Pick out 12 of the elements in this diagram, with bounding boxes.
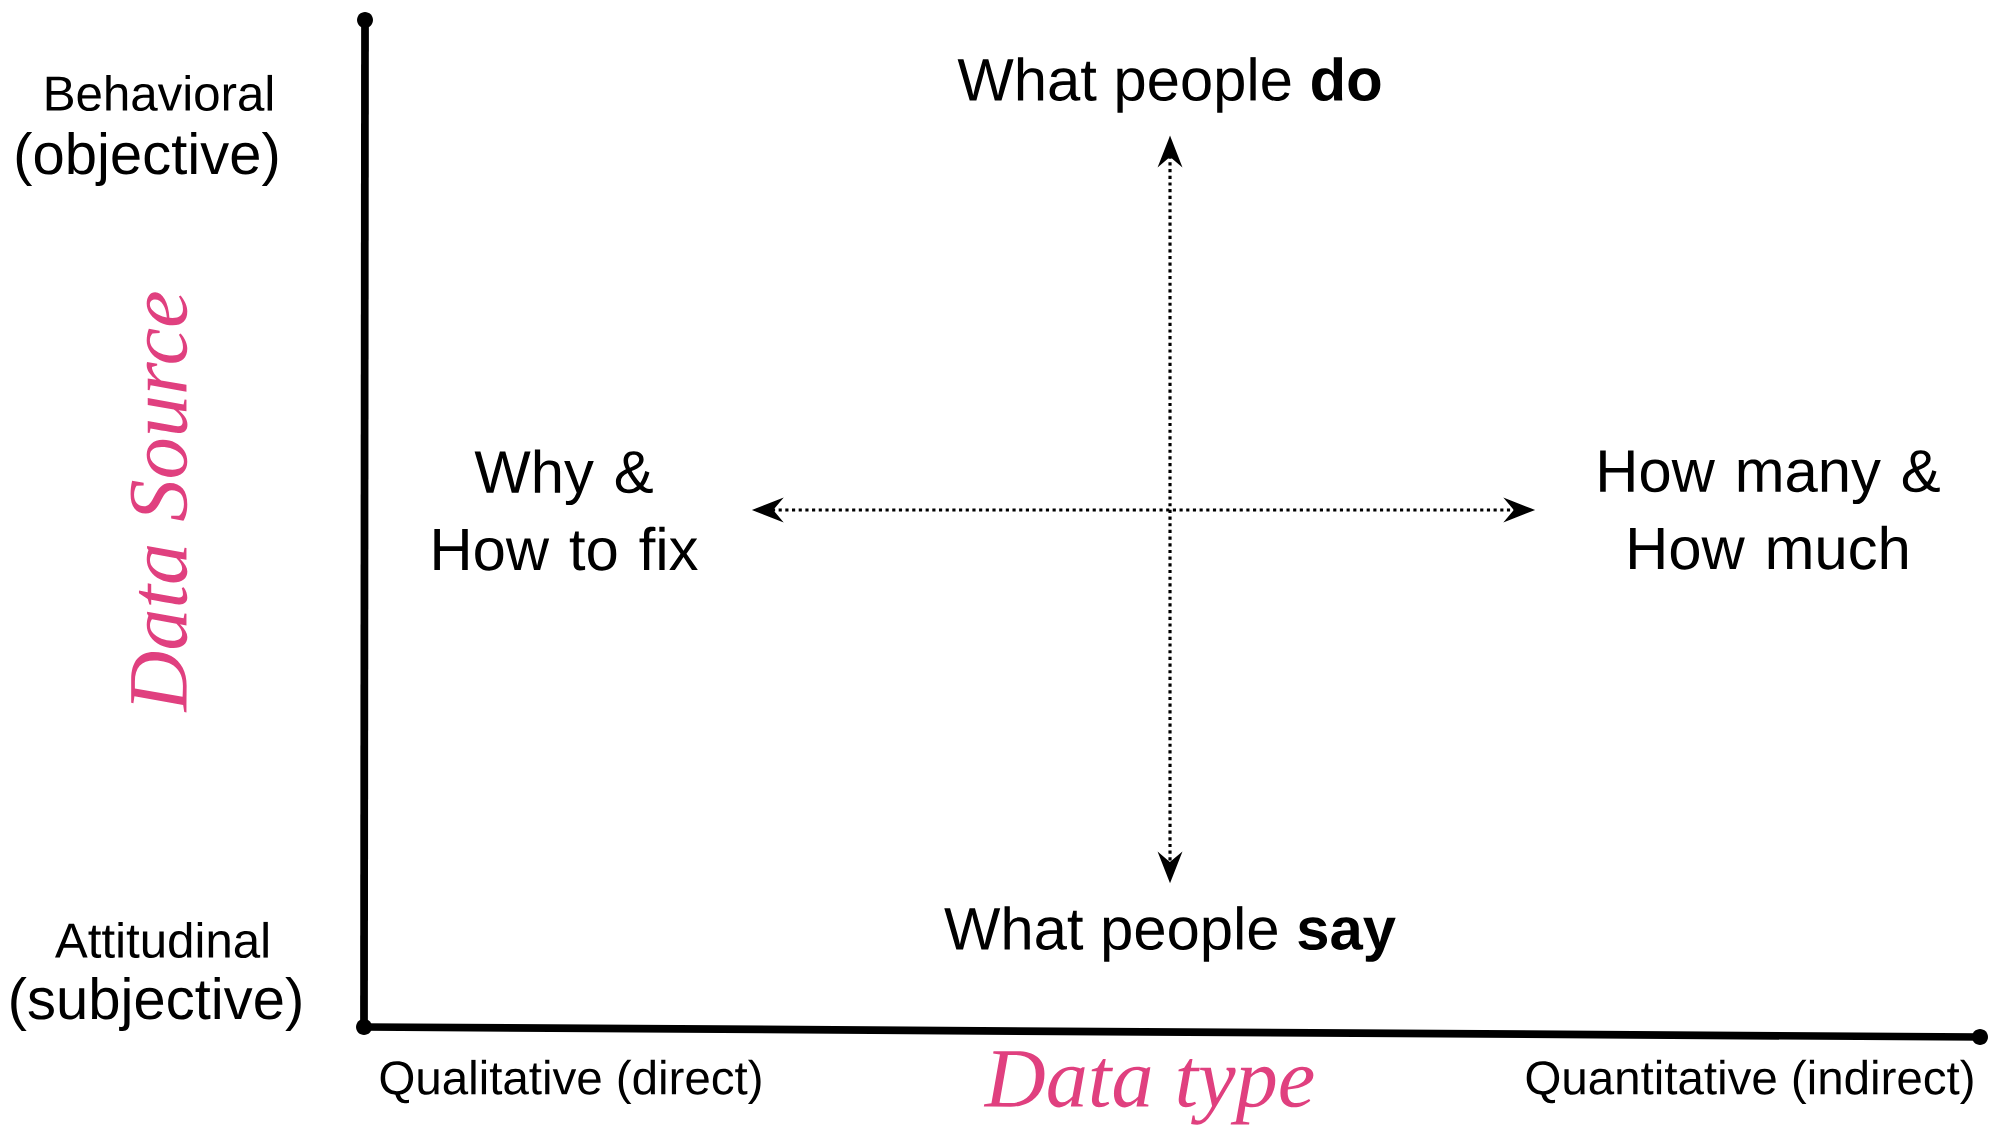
text-label: Why & How to fix (434, 449, 698, 571)
axis-title: Data type (983, 1051, 1314, 1125)
text-label: What people say (944, 906, 1396, 962)
axis-label: Qualitative (direct) (380, 1059, 761, 1105)
axis-label: (objective) (16, 131, 278, 186)
axis-label: Behavioral (46, 74, 272, 112)
axis-label: Attitudinal (55, 921, 268, 959)
text-label: What people do (957, 57, 1381, 113)
axis-label: (subjective) (11, 976, 301, 1031)
axis-label: Quantitative (indirect) (1526, 1059, 1973, 1105)
text-label: How many & How much (1600, 450, 1940, 570)
axis-title: Data Source (130, 292, 188, 713)
